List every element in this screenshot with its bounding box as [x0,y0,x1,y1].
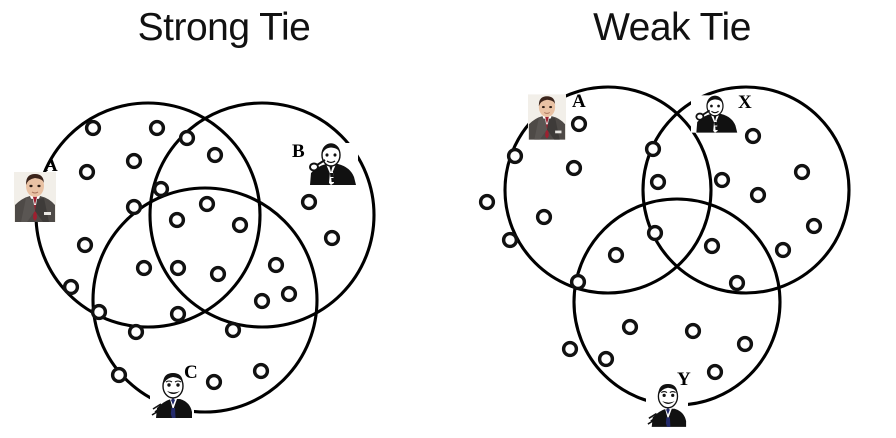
network-node-dot [646,224,664,242]
network-node-dot [252,362,270,380]
avatar-person-b [304,143,358,185]
panel-title-strong-tie: Strong Tie [137,6,311,49]
right-circle [641,85,851,295]
network-node-dot [570,115,588,133]
panel-weak-tie: Weak Tie A [448,0,896,438]
network-node-dot [125,198,143,216]
network-node-dot [267,256,285,274]
person-label-c: C [184,362,198,383]
network-node-dot [209,265,227,283]
network-node-dot [76,236,94,254]
network-node-dot [253,292,271,310]
network-node-dot [300,193,318,211]
network-node-dot [569,273,587,291]
network-node-dot [706,363,724,381]
panel-strong-tie: Strong Tie A [14,6,376,418]
person-label-y: Y [677,369,691,390]
avatar-person-a [528,94,566,140]
network-node-dot [744,127,762,145]
network-node-dot [198,195,216,213]
man-color-suit-icon [528,94,566,140]
network-node-dot [206,146,224,164]
person-label-x: X [738,92,752,113]
man-bw-smiling-icon [150,370,194,418]
network-node-dot [506,147,524,165]
top-right-circle [148,101,376,329]
network-node-dot [535,208,553,226]
network-node-dot [565,159,583,177]
network-node-dot [280,285,298,303]
man-bw-pipe-icon [691,95,739,133]
network-node-dot [774,241,792,259]
network-node-dot [169,259,187,277]
man-bw-pipe-icon [304,143,358,185]
network-node-dot [736,335,754,353]
network-node-dot [805,217,823,235]
network-node-dot [649,173,667,191]
network-node-dot [78,163,96,181]
network-node-dot [127,323,145,341]
network-node-dot [205,373,223,391]
network-node-dot [703,237,721,255]
man-color-suit-icon [14,172,56,222]
network-node-dot [84,119,102,137]
network-node-dot [607,246,625,264]
network-node-dot [62,278,80,296]
person-label-b: B [292,141,305,162]
avatar-person-x [691,95,739,133]
network-node-dot [323,229,341,247]
network-node-dot [231,216,249,234]
network-node-dot [152,180,170,198]
network-node-dot [224,321,242,339]
avatar-person-a [14,172,56,222]
person-label-a: A [44,155,58,176]
network-node-dot [135,259,153,277]
network-node-dot [728,274,746,292]
network-node-dot [793,163,811,181]
network-node-dot [597,350,615,368]
network-node-dot [169,305,187,323]
man-bw-smiling-icon [646,381,688,427]
network-node-dot [168,211,186,229]
network-node-dot [684,322,702,340]
network-node-dot [110,366,128,384]
avatar-person-y [646,381,688,427]
network-node-dot [644,140,662,158]
network-node-dot [501,231,519,249]
network-node-dot [621,318,639,336]
network-node-dot [749,186,767,204]
strong-tie-venn-svg [34,101,376,414]
panel-title-weak-tie: Weak Tie [593,6,751,49]
network-node-dot [478,193,496,211]
network-node-dot [125,152,143,170]
network-node-dot [90,303,108,321]
network-node-dot [178,129,196,147]
avatar-person-c [150,370,194,418]
person-label-a: A [572,91,586,112]
bottom-circle [91,186,319,414]
network-node-dot [713,171,731,189]
weak-tie-venn-svg [478,85,851,407]
network-node-dot [561,340,579,358]
network-node-dot [148,119,166,137]
left-circle [503,85,713,295]
